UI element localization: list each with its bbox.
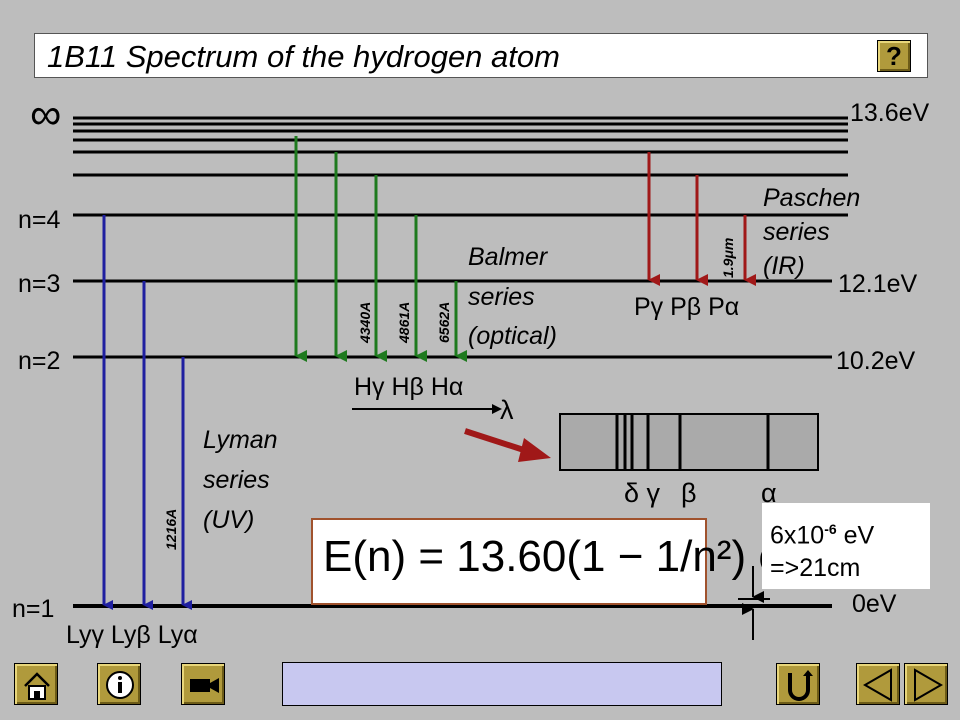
energy-label-n3: 12.1eV [838,270,918,298]
return-button[interactable] [776,663,820,705]
lyman-series-line-2: series [203,466,270,494]
hyperfine-energy-base: 6x10 [770,521,825,550]
paschen-series-line-3: (IR) [763,252,805,280]
h-gamma-wavelength: 4340A [357,302,373,344]
h-alpha-wavelength: 6562A [436,302,452,343]
camera-icon [190,678,219,693]
hyperfine-note-line-2: =>21cm [770,554,861,583]
infinity-symbol: ∞ [30,90,61,139]
hyperfine-energy-exponent: -6 [824,521,837,537]
spectrum-pointer-arrowhead [518,438,551,462]
level-label-n4: n=4 [18,206,61,234]
page-title: 1B11 Spectrum of the hydrogen atom [47,39,560,74]
question-mark-icon: ? [886,41,902,71]
lyman-arrows [102,215,192,610]
paschen-alpha-wavelength: 1.9μm [720,238,736,278]
info-icon [106,671,134,699]
spectrum-strip [559,413,819,471]
energy-formula: E(n) = 13.60(1 − 1/n²) eV [323,532,813,581]
level-label-n2: n=2 [18,347,60,375]
level-label-n3: n=3 [18,270,60,298]
previous-button[interactable] [856,663,900,705]
paschen-series-line-2: series [763,218,830,246]
spectrum-label-alpha: α [761,478,777,508]
h-beta-wavelength: 4861A [396,302,412,344]
paschen-line-labels: Pγ Pβ Pα [634,293,739,321]
help-button[interactable]: ? [877,40,911,72]
balmer-arrows [294,136,467,362]
energy-label-ionization: 13.6eV [850,99,930,127]
paschen-series-label: Paschen series (IR) [763,184,867,280]
energy-label-ground: 0eV [852,590,897,618]
balmer-line-labels: Hγ Hβ Hα [354,373,463,401]
energy-label-n2: 10.2eV [836,347,916,375]
lyman-series-line-3: (UV) [203,506,254,534]
energy-formula-box: E(n) = 13.60(1 − 1/n²) eV [311,518,812,605]
balmer-series-line-2: series [468,283,535,311]
info-button[interactable] [97,663,141,705]
balmer-series-line-3: (optical) [468,322,557,350]
balmer-series-label: Balmer series (optical) [468,243,557,350]
continuum-levels [73,116,848,177]
return-icon [788,670,813,701]
next-button[interactable] [904,663,948,705]
level-label-n1: n=1 [12,595,54,623]
lyman-series-label: Lyman series (UV) [203,426,285,534]
next-icon [914,668,944,702]
paschen-series-line-1: Paschen [763,184,860,212]
spectrum-label-beta: β [681,478,697,508]
title-bar: 1B11 Spectrum of the hydrogen atom ? [34,33,928,78]
previous-icon [862,668,892,702]
navigation-field[interactable] [282,662,722,706]
wavelength-arrowhead [492,404,502,414]
hyperfine-note-line-1: 6x10-6 eV [770,513,930,552]
paschen-arrows [647,152,756,286]
home-icon [24,672,50,700]
energy-level-diagram: ∞ n=4 n=3 n=2 n=1 13.6eV 12.1eV 10.2eV 0… [12,90,930,649]
hyperfine-energy-unit: eV [836,521,875,550]
spectrum-pointer-arrow [464,428,531,455]
spectrum-lines [615,414,770,470]
ly-alpha-wavelength: 1216A [163,509,179,550]
video-button[interactable] [181,663,225,705]
lyman-series-line-1: Lyman [203,426,278,454]
lambda-symbol: λ [500,395,514,425]
home-button[interactable] [14,663,58,705]
hyperfine-note: 6x10-6 eV =>21cm [762,503,930,589]
balmer-series-line-1: Balmer [468,243,549,271]
lyman-line-labels: Lyγ Lyβ Lyα [66,621,198,649]
spectrum-label-delta-gamma: δ γ [624,478,661,508]
